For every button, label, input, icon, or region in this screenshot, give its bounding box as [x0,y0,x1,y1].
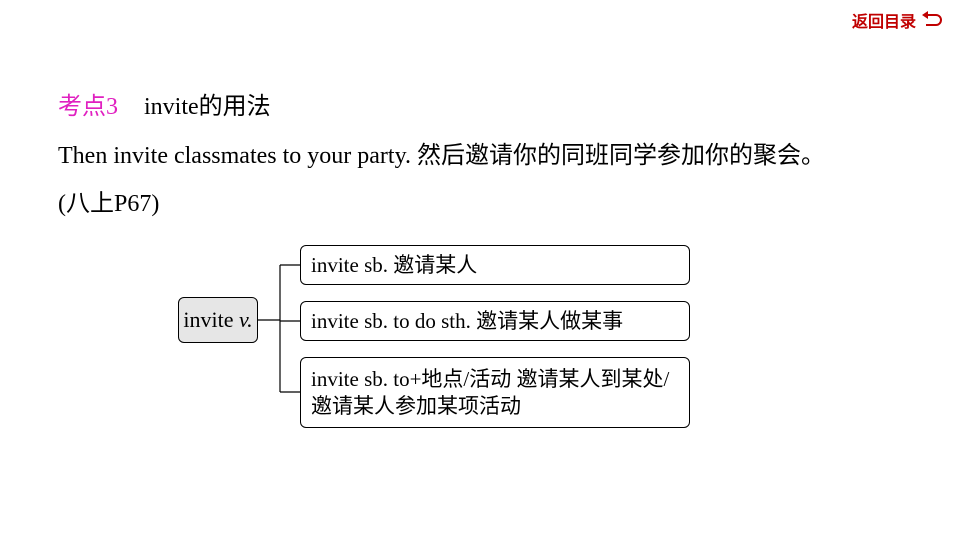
section-heading: 考点3 invite的用法 [58,92,271,122]
usage-box-2: invite sb. to do sth. 邀请某人做某事 [300,301,690,341]
usage-box-1: invite sb. 邀请某人 [300,245,690,285]
root-word: invite [183,307,234,332]
usage-text-2: invite sb. to do sth. 邀请某人做某事 [311,308,624,333]
topic-title: invite的用法 [144,94,271,120]
back-to-contents-label: 返回目录 [851,12,916,31]
return-arrow-icon [920,11,944,29]
example-source: (八上P67) [58,191,160,217]
example-sentence: Then invite classmates to your party. 然后… [58,143,826,169]
usage-text-1: invite sb. 邀请某人 [311,252,478,277]
back-to-contents-button[interactable]: 返回目录 [852,8,944,32]
root-word-box: invite v. [178,297,258,343]
key-point-label: 考点3 [58,94,118,120]
usage-box-3: invite sb. to+地点/活动 邀请某人到某处/邀请某人参加某项活动 [300,357,690,428]
usage-text-3: invite sb. to+地点/活动 邀请某人到某处/邀请某人参加某项活动 [311,366,670,418]
root-part-of-speech: v. [238,307,253,332]
